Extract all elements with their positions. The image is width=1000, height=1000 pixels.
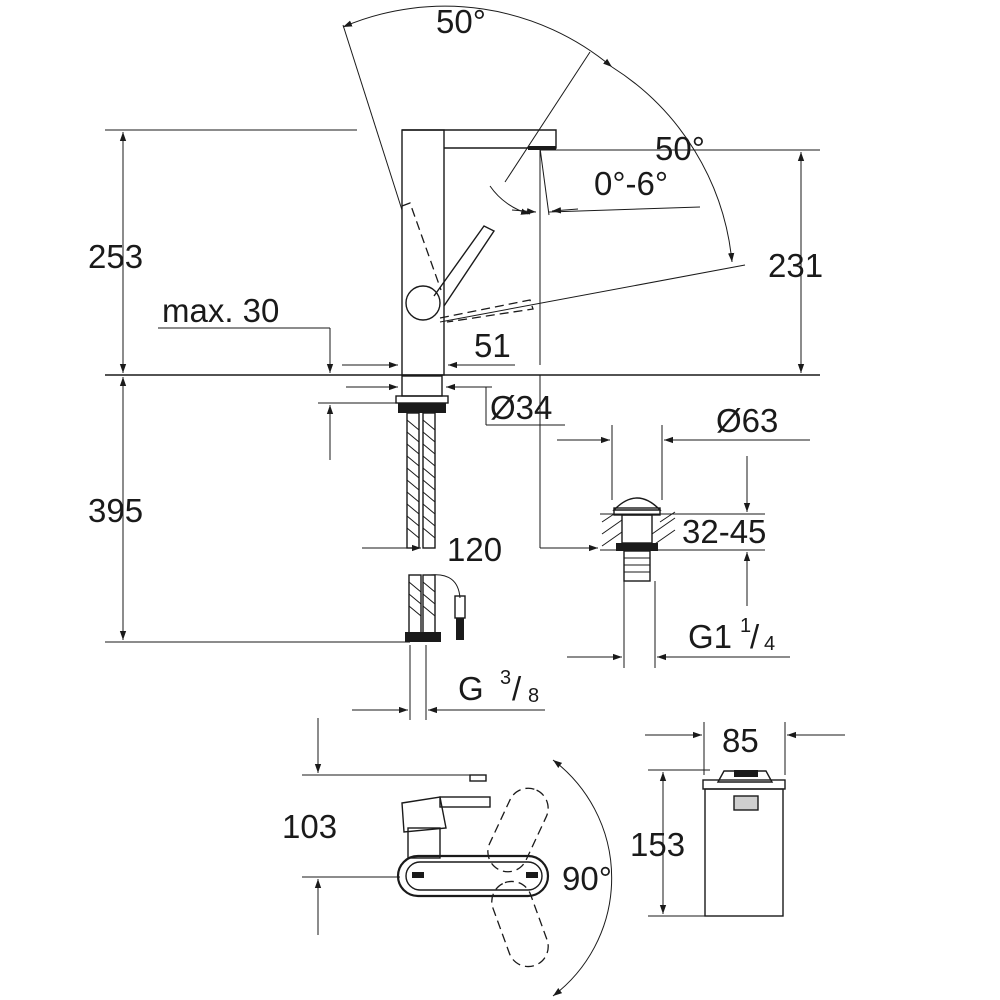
box-lid	[716, 770, 774, 783]
lever-handle	[433, 225, 496, 307]
top-view-mark-left	[412, 872, 424, 878]
dim-text-g38-main: G	[458, 670, 484, 707]
mounting-nut	[398, 403, 446, 413]
dim-text-g1-den: 4	[764, 633, 775, 655]
top-view-mark-right	[526, 872, 538, 878]
box-lid-detail	[734, 770, 758, 777]
angle-arc-right	[611, 66, 735, 263]
tilt-arrow-right	[551, 207, 579, 214]
top-view-base	[396, 854, 550, 898]
mounting-flange	[401, 375, 443, 397]
spout-tilt-extension	[548, 206, 701, 213]
dim-text-g1-main: G1	[688, 618, 732, 655]
dim-text-angle-top: 50°	[436, 3, 486, 40]
dim-text-g1-slash: /	[750, 618, 760, 655]
lever-position-left	[401, 202, 442, 291]
dim-text-153: 153	[630, 826, 685, 863]
mounting-plate	[395, 395, 449, 404]
dim-text-90: 90°	[562, 860, 612, 897]
control-box: 85 153	[630, 722, 845, 917]
dim-text-3245: 32-45	[682, 513, 766, 550]
dim-text-103: 103	[282, 808, 337, 845]
angle-arc-top	[342, 5, 613, 68]
box-body	[704, 788, 784, 917]
dim-text-angle-right: 50°	[655, 130, 705, 167]
box-logo	[733, 795, 759, 811]
drain-body	[621, 514, 653, 544]
drain-tail	[623, 550, 651, 582]
drain-nut	[616, 543, 658, 551]
faucet-side-view: 253 231 50° 50° 0°-6° max. 30 51 Ø34	[88, 3, 823, 720]
drain-hatching	[601, 511, 676, 547]
angle-radial-right	[439, 264, 746, 323]
top-view-head	[401, 796, 447, 833]
dim-text-d34: Ø34	[490, 389, 552, 426]
dim-text-231: 231	[768, 247, 823, 284]
drain-thread	[624, 557, 650, 573]
dim-text-51: 51	[474, 327, 511, 364]
dim-text-395: 395	[88, 492, 143, 529]
dim-text-g38-slash: /	[512, 670, 522, 707]
top-view-base-inner	[405, 861, 543, 891]
angle-arc-90	[552, 759, 613, 997]
dim-text-tilt: 0°-6°	[594, 165, 668, 202]
swing-position-upper	[487, 787, 549, 873]
spout-aerator	[528, 146, 556, 150]
dim-text-max30: max. 30	[162, 292, 279, 329]
top-view-spout-tip	[469, 774, 487, 782]
faucet-spout	[402, 129, 557, 149]
lever-position-right	[439, 299, 534, 323]
dim-text-g38-den: 8	[528, 685, 539, 707]
dim-text-d63: Ø63	[716, 402, 778, 439]
dim-text-120: 120	[447, 531, 502, 568]
spout-tilt-line	[539, 147, 550, 216]
angle-radial-center	[504, 51, 591, 183]
swing-position-lower	[491, 880, 549, 968]
dim-text-253: 253	[88, 238, 143, 275]
lever-pivot	[405, 285, 441, 321]
top-view-neck	[407, 827, 441, 859]
angle-radial-left	[342, 24, 403, 211]
dim-text-g38-num: 3	[500, 667, 511, 689]
top-view-lever	[439, 796, 491, 808]
pop-up-drain: Ø63 32-45 G1 1 / 4	[539, 375, 810, 668]
dim-text-g1-num: 1	[740, 615, 751, 637]
dim-text-85: 85	[722, 722, 759, 759]
faucet-top-view: 103 90°	[282, 718, 613, 997]
faucet-body	[401, 129, 445, 376]
supply-hoses	[405, 412, 466, 642]
angle-arc-inner	[489, 185, 531, 215]
